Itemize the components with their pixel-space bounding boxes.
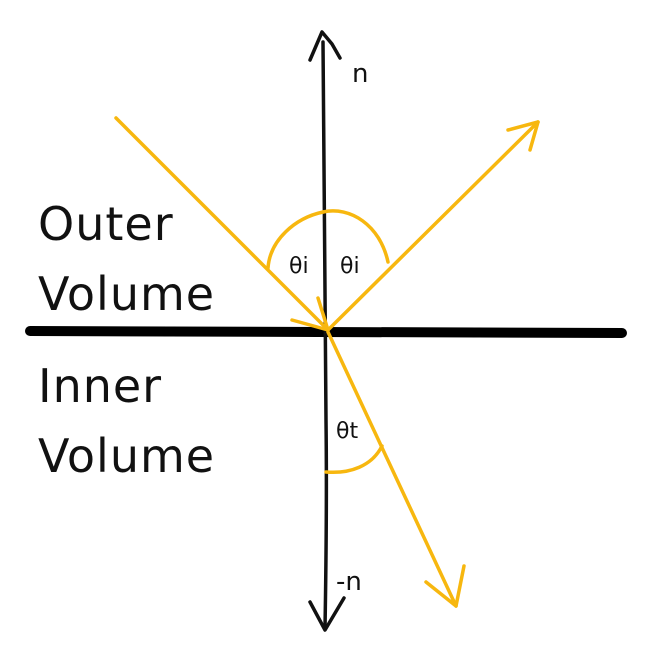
transmitted-angle-arc bbox=[324, 444, 384, 475]
normal-up-arrowhead bbox=[308, 30, 342, 62]
inner-volume-label-line1: Inner bbox=[38, 359, 162, 413]
theta-transmitted-label: θt bbox=[336, 419, 358, 444]
normal-axis bbox=[321, 40, 329, 630]
normal-down-label: -n bbox=[336, 567, 362, 597]
incident-angle-arc bbox=[266, 210, 325, 270]
theta-incident-left-label: θi bbox=[289, 254, 309, 279]
incident-ray bbox=[114, 116, 330, 332]
reflected-angle-arc bbox=[321, 209, 390, 264]
transmitted-ray-arrowhead bbox=[424, 564, 466, 608]
outer-volume-label-line1: Outer bbox=[38, 197, 174, 251]
normal-down-arrowhead bbox=[308, 596, 346, 632]
reflected-ray-arrowhead bbox=[506, 120, 540, 152]
normal-up-label: n bbox=[352, 59, 368, 89]
outer-volume-label-line2: Volume bbox=[38, 267, 215, 321]
theta-incident-right-label: θi bbox=[340, 254, 360, 279]
reflected-ray bbox=[326, 120, 540, 332]
transmitted-ray bbox=[326, 330, 458, 608]
inner-volume-label-line2: Volume bbox=[38, 429, 215, 483]
